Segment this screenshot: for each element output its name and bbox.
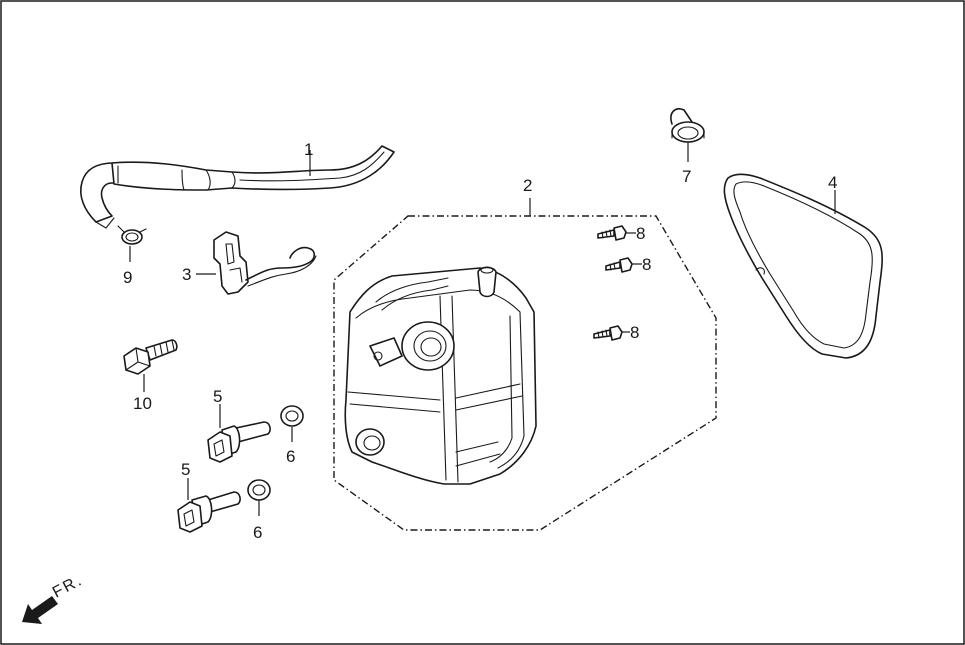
label-part-6-upper: 6 [286, 447, 295, 466]
rubber-washer-part-6b [247, 479, 271, 501]
bracket-part-3 [213, 231, 317, 295]
label-part-7: 7 [682, 167, 691, 186]
label-part-5-upper: 5 [213, 387, 222, 406]
gasket-part-4 [723, 173, 883, 359]
rubber-washer-part-6a [280, 405, 304, 427]
bolt-with-collar-part-5b [177, 491, 241, 533]
hose-clamp-part-7 [670, 108, 705, 143]
screw-part-8c [593, 325, 623, 341]
label-part-6-lower: 6 [253, 523, 262, 542]
front-direction-arrow-icon [22, 596, 58, 624]
spring-clip-part-9 [117, 225, 147, 245]
cover-assembly-outline [333, 215, 717, 531]
hose-part-1 [80, 145, 395, 229]
screw-part-8b [605, 257, 633, 273]
label-part-9: 9 [123, 268, 132, 287]
bolt-with-collar-part-5a [207, 421, 271, 463]
label-part-8-top: 8 [636, 224, 645, 243]
label-part-10: 10 [133, 394, 152, 413]
cylinder-head-cover-part-2 [344, 266, 537, 485]
label-part-1: 1 [304, 140, 313, 159]
flange-bolt-part-10 [123, 339, 178, 375]
label-part-8-middle: 8 [642, 255, 651, 274]
label-part-3: 3 [182, 265, 191, 284]
label-part-8-bottom: 8 [630, 323, 639, 342]
screw-part-8a [597, 225, 627, 241]
front-direction-label: FR. [50, 572, 86, 602]
label-part-4: 4 [828, 173, 837, 192]
label-part-5-lower: 5 [181, 460, 190, 479]
label-part-2: 2 [523, 176, 532, 195]
